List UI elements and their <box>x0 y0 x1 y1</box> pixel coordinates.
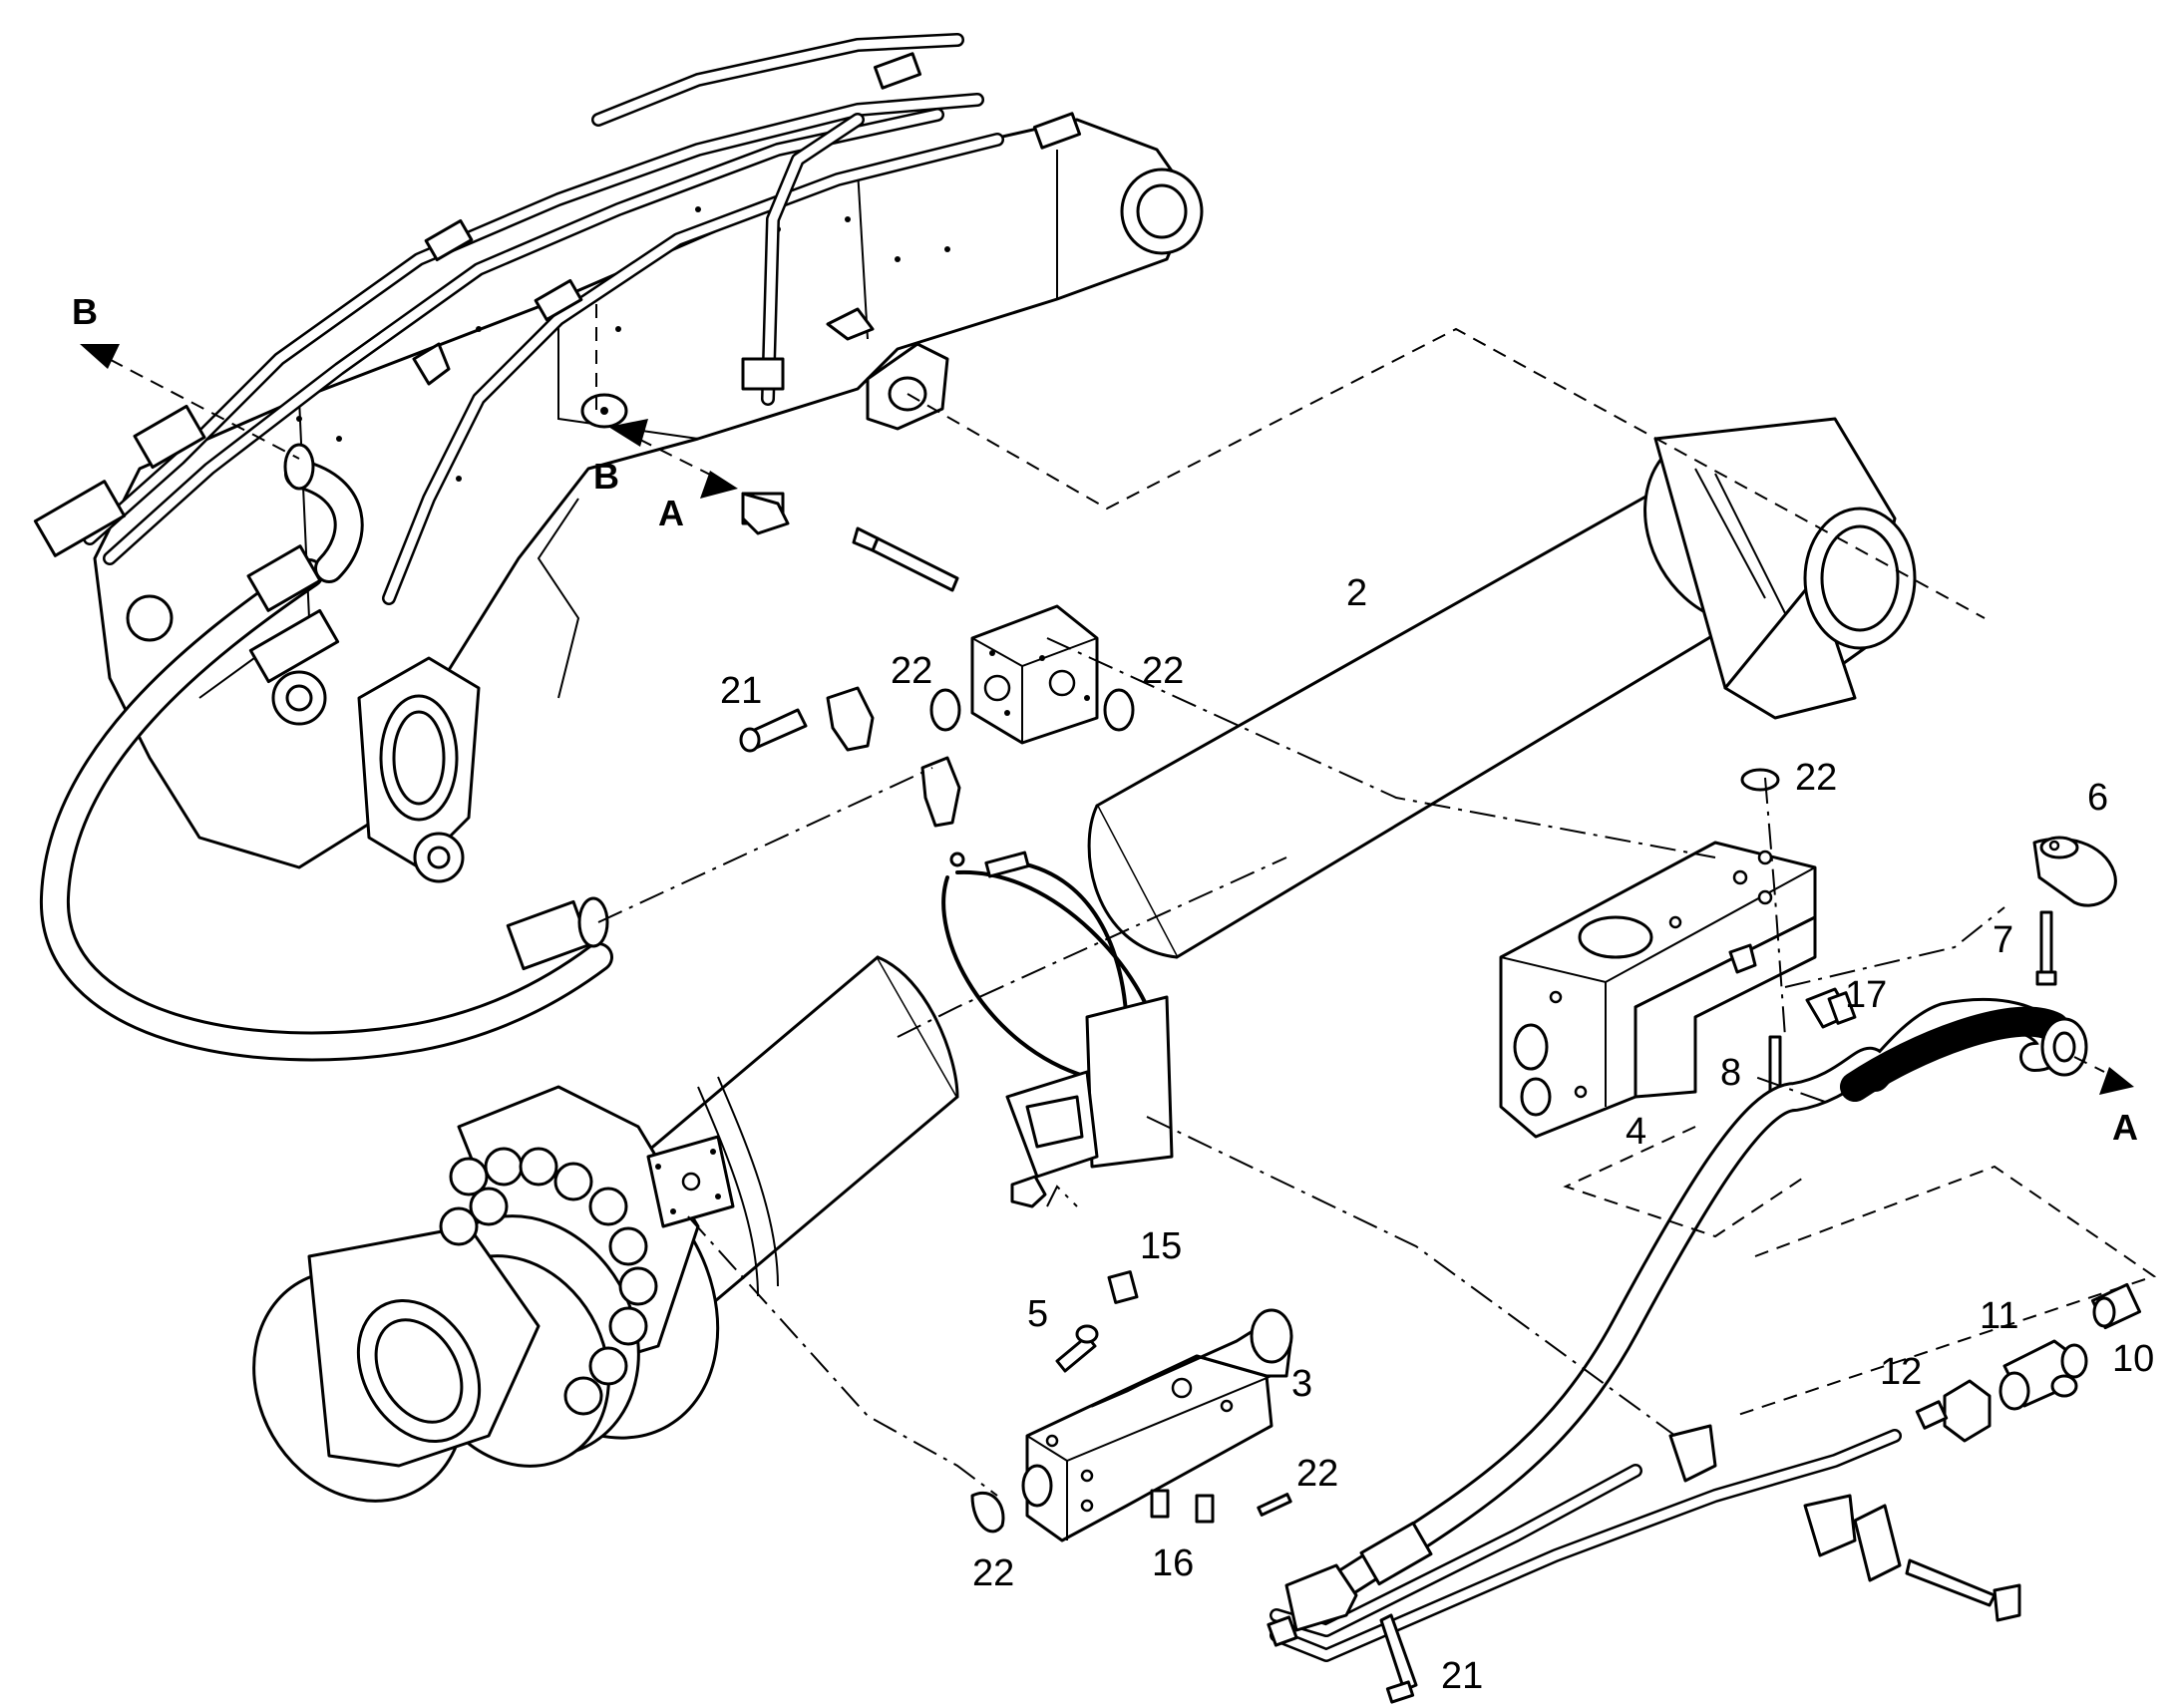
callout-22-flange-right: 22 <box>1142 650 1184 692</box>
callout-22-ring: 22 <box>972 1552 1014 1594</box>
callout-11: 11 <box>1980 1295 2018 1337</box>
assembly-lines <box>80 304 2157 1497</box>
flange-block <box>739 526 1780 828</box>
callout-8: 8 <box>1720 1052 1741 1094</box>
callout-22-flange-left: 22 <box>891 650 932 692</box>
hydraulic-hose-left <box>39 443 613 1062</box>
valve-block-3 <box>970 1270 1293 1542</box>
callout-17: 17 <box>1845 974 1887 1016</box>
callout-21-lower: 21 <box>1441 1655 1483 1697</box>
small-fittings-right <box>1764 836 2142 1443</box>
view-marker-a-mid: A <box>658 493 684 533</box>
valve-block-4 <box>1499 841 1817 1139</box>
callout-16: 16 <box>1152 1542 1194 1584</box>
hose-clamp-band <box>941 851 1174 1208</box>
arrow-b-mid <box>608 419 648 447</box>
callout-5: 5 <box>1027 1293 1048 1335</box>
callout-22-pin: 22 <box>1296 1453 1338 1495</box>
view-marker-b-mid: B <box>593 456 619 497</box>
hydraulic-cylinder <box>252 417 1917 1503</box>
callout-2: 2 <box>1346 572 1367 614</box>
callout-21-upper: 21 <box>720 670 762 712</box>
callout-10: 10 <box>2112 1338 2154 1380</box>
callout-22-valve-4: 22 <box>1795 757 1837 799</box>
view-marker-a-right: A <box>2112 1107 2138 1148</box>
callout-3: 3 <box>1291 1363 1312 1405</box>
boom-assembly <box>33 33 1204 883</box>
callout-4: 4 <box>1626 1111 1646 1153</box>
hydraulic-hose-right <box>1267 997 2088 1704</box>
arrow-a-mid <box>700 471 738 499</box>
callout-6: 6 <box>2087 777 2108 819</box>
arrow-b-left <box>80 344 120 369</box>
callout-7: 7 <box>1993 919 2013 961</box>
view-marker-b-left: B <box>72 291 98 332</box>
callout-15: 15 <box>1140 1225 1182 1267</box>
callout-12: 12 <box>1880 1351 1922 1393</box>
arrow-a-right <box>2099 1067 2134 1095</box>
callout-labels: 2 3 4 5 6 7 8 10 11 12 15 16 17 21 21 22… <box>72 291 2154 1697</box>
